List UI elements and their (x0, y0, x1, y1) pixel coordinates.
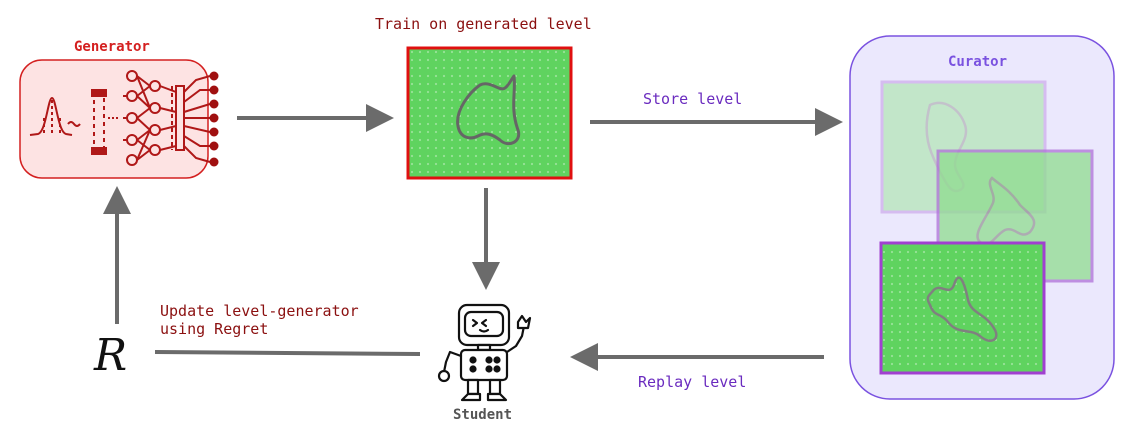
neural-network-icon (123, 70, 211, 166)
arrow-curator-to-student (570, 343, 824, 371)
update-label-line1: Update level-generator (160, 302, 359, 320)
update-label-line2: using Regret (160, 320, 269, 338)
latent-vector-icon (91, 89, 120, 155)
train-label: Train on generated level (375, 15, 592, 33)
generator-output-pins (209, 71, 219, 167)
student-title: Student (453, 407, 513, 423)
gaussian-curve-icon (29, 96, 81, 136)
generated-level (406, 46, 573, 180)
replay-label: Replay level (638, 373, 747, 391)
stored-level-3 (879, 241, 1046, 375)
generated-level-shape (456, 74, 521, 146)
generator-title: Generator (74, 39, 150, 55)
line-student-to-regret (154, 350, 421, 356)
arrow-level-to-student (472, 188, 500, 290)
arrow-generator-to-level (237, 104, 394, 132)
robot-icon (437, 303, 532, 402)
arrow-regret-to-generator (103, 186, 131, 324)
regret-symbol: R (94, 330, 128, 381)
curator-title: Curator (948, 54, 1008, 70)
store-label: Store level (643, 90, 743, 108)
arrow-level-to-curator (590, 108, 843, 136)
